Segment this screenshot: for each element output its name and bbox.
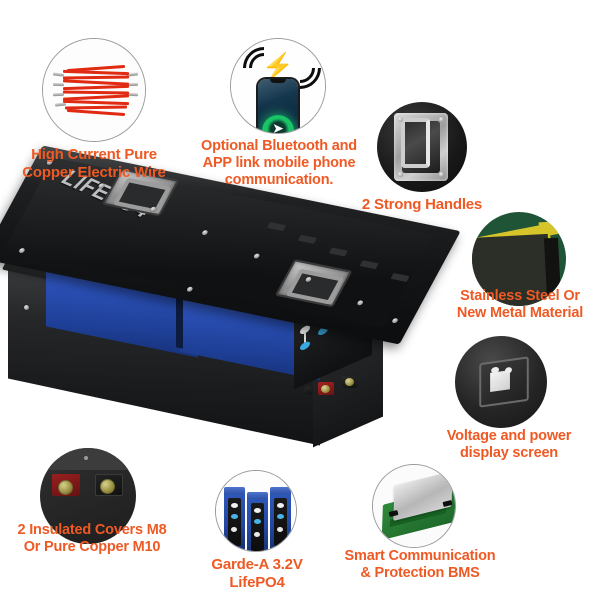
- wireless-charging-phone-icon: ⚡ ➤: [230, 38, 326, 134]
- callout-caption-cells: Garde-A 3.2V LifePO4: [211, 556, 303, 591]
- lightning-bolt-icon: ⚡: [261, 51, 295, 81]
- handle-plate: [394, 113, 448, 181]
- terminal-cover-icon: [40, 448, 136, 544]
- red-wire-bundle-icon: [42, 38, 146, 142]
- callout-caption-bms: Smart Communication & Protection BMS: [344, 548, 496, 582]
- callout-caption-handles: 2 Strong Handles: [361, 196, 483, 213]
- callout-caption-bluetooth: Optional Bluetooth and APP link mobile p…: [201, 138, 357, 189]
- screen-bezel: [479, 356, 529, 408]
- metal-handle-icon: [377, 102, 467, 192]
- phone-body: ➤: [258, 79, 298, 133]
- callout-caption-covers: 2 Insulated Covers M8 Or Pure Copper M10: [17, 522, 167, 556]
- metal-sheet-icon: [472, 212, 566, 306]
- display-screen-icon: [455, 336, 547, 428]
- callout-caption-steel: Stainless Steel Or New Metal Material: [456, 288, 584, 322]
- bms-board-icon: [372, 464, 456, 548]
- positive-terminal-cover: [318, 382, 334, 395]
- callout-caption-wire: High Current Pure Copper Electric Wire: [22, 146, 166, 181]
- battery-pack-product-image: LIFEPO4: [0, 145, 461, 466]
- callout-caption-display: Voltage and power display screen: [446, 428, 572, 462]
- prismatic-cell-icon: [215, 470, 297, 552]
- negative-terminal-cover: [342, 376, 357, 388]
- aux-port: [304, 386, 313, 395]
